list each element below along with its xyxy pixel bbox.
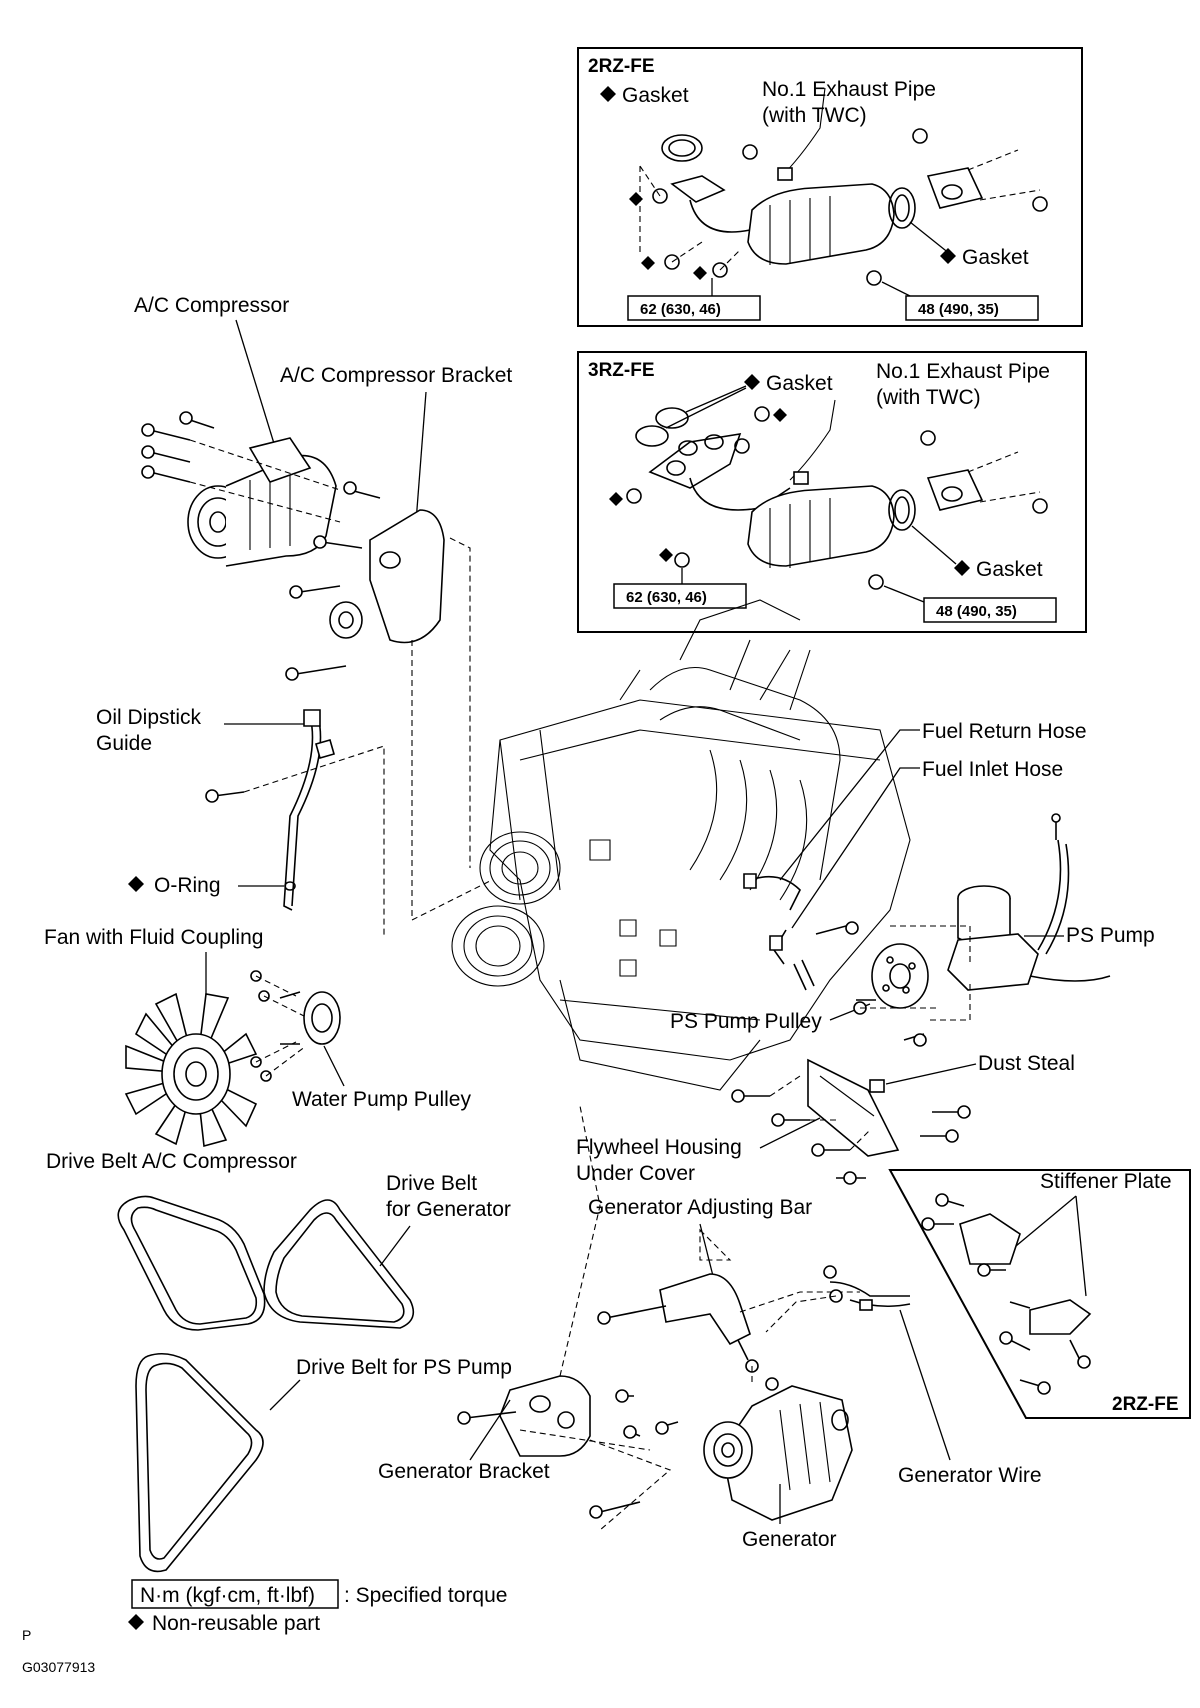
ps-pump-label: PS Pump bbox=[1066, 924, 1155, 947]
drive-belt-ps-label: Drive Belt for PS Pump bbox=[296, 1356, 512, 1379]
drive-belt-ps-pump bbox=[135, 1352, 264, 1573]
catalytic-converter bbox=[747, 183, 895, 265]
ps-pump-group: PS Pump PS Pump Pulley bbox=[670, 813, 1155, 1047]
inset-2rz-torque-left: 62 (630, 46) bbox=[640, 301, 721, 318]
gasket-icon bbox=[661, 134, 703, 162]
inset-3rz-gasket-right-label: Gasket bbox=[976, 558, 1043, 581]
torque-legend-units: N·m (kgf·cm, ft·lbf) bbox=[140, 1584, 315, 1607]
crankshaft-pulley bbox=[451, 905, 545, 987]
water-pump-pulley-label: Water Pump Pulley bbox=[292, 1088, 471, 1111]
ps-pump bbox=[947, 933, 1039, 991]
drive-belts-group: Drive Belt A/C Compressor Drive Belt for… bbox=[46, 1150, 512, 1573]
stiffener-plate-label: Stiffener Plate bbox=[1040, 1170, 1172, 1193]
generator-bracket-label: Generator Bracket bbox=[378, 1460, 550, 1483]
inset-stiffener: 2RZ-FE Stiffener Plate bbox=[888, 1169, 1191, 1419]
generator-wire-label: Generator Wire bbox=[898, 1464, 1042, 1487]
drive-belt-ac-label: Drive Belt A/C Compressor bbox=[46, 1150, 297, 1173]
ac-compressor-bracket-label: A/C Compressor Bracket bbox=[280, 364, 512, 387]
idler-pulley bbox=[329, 601, 363, 639]
ps-pump-pulley-label: PS Pump Pulley bbox=[670, 1010, 822, 1033]
stiffener-plate bbox=[959, 1213, 1021, 1265]
crank-pulley bbox=[479, 831, 561, 905]
ac-compressor-label: A/C Compressor bbox=[134, 294, 289, 317]
inset-stiffener-title: 2RZ-FE bbox=[1112, 1394, 1179, 1415]
torque-legend-description: : Specified torque bbox=[344, 1584, 507, 1607]
oil-dipstick-guide-label: Oil Dipstick bbox=[96, 706, 202, 729]
nonreusable-icon bbox=[128, 1614, 144, 1630]
drive-belt-generator-label-2: for Generator bbox=[386, 1198, 511, 1221]
engine-block bbox=[451, 599, 911, 1091]
ps-pump-pulley bbox=[871, 943, 929, 1009]
inset-2rz-exhaust: 2RZ-FE Gasket No.1 Exhaust Pipe (with TW… bbox=[577, 47, 1083, 327]
generator-group: Generator Adjusting Bar Generator Genera… bbox=[378, 1105, 1042, 1551]
dust-seal bbox=[869, 1079, 885, 1093]
inset-3rz-exhaust: 3RZ-FE Gasket No.1 Exhaust Pipe (with TW… bbox=[577, 351, 1087, 633]
o-ring-label: O-Ring bbox=[154, 874, 221, 897]
exhaust-flange bbox=[670, 175, 726, 203]
oil-dipstick-guide bbox=[283, 715, 314, 911]
fuel-hose-group: Fuel Return Hose Fuel Inlet Hose bbox=[743, 720, 1087, 991]
drive-belt-generator bbox=[263, 1199, 415, 1329]
generator-pulley bbox=[703, 1421, 753, 1479]
legend: N·m (kgf·cm, ft·lbf) : Specified torque … bbox=[22, 1579, 507, 1675]
nonreusable-legend: Non-reusable part bbox=[152, 1612, 320, 1635]
generator-bracket bbox=[499, 1375, 591, 1457]
footer-letter: P bbox=[22, 1627, 31, 1643]
inset-2rz-torque-right: 48 (490, 35) bbox=[918, 301, 999, 318]
fluid-coupling bbox=[161, 1033, 231, 1115]
nonreusable-icon bbox=[600, 86, 616, 102]
inset-3rz-gasket-top-label: Gasket bbox=[766, 372, 833, 395]
fuel-inlet-hose-label: Fuel Inlet Hose bbox=[922, 758, 1063, 781]
stiffener-plate bbox=[1029, 1299, 1092, 1335]
inset-3rz-exhaust-pipe-label: No.1 Exhaust Pipe bbox=[876, 360, 1050, 383]
drive-belt-generator-label: Drive Belt bbox=[386, 1172, 477, 1195]
ac-compressor-body bbox=[225, 454, 337, 567]
fuel-return-hose-label: Fuel Return Hose bbox=[922, 720, 1087, 743]
flywheel-housing-under-cover bbox=[807, 1058, 900, 1157]
inset-2rz-exhaust-pipe-label-2: (with TWC) bbox=[762, 104, 867, 127]
inset-2rz-exhaust-pipe-label: No.1 Exhaust Pipe bbox=[762, 78, 936, 101]
cooling-fan bbox=[124, 992, 258, 1148]
flywheel-housing-label: Flywheel Housing bbox=[576, 1136, 742, 1159]
dust-steal-label: Dust Steal bbox=[978, 1052, 1075, 1075]
flywheel-cover-group: Dust Steal Flywheel Housing Under Cover bbox=[576, 1052, 1075, 1185]
fan-with-fluid-coupling-label: Fan with Fluid Coupling bbox=[44, 926, 263, 949]
ac-compressor-group: A/C Compressor A/C Compressor Bracket bbox=[134, 294, 512, 921]
oil-dipstick-guide-label-2: Guide bbox=[96, 732, 152, 755]
inset-3rz-torque-right: 48 (490, 35) bbox=[936, 603, 1017, 620]
drive-belt-ac-compressor bbox=[117, 1195, 266, 1331]
ac-compressor-bracket bbox=[369, 509, 445, 644]
torque-legend-box bbox=[131, 1579, 339, 1609]
inset-2rz-gasket-top-label: Gasket bbox=[622, 84, 689, 107]
o-ring bbox=[284, 881, 296, 891]
catalytic-converter bbox=[747, 485, 895, 567]
nonreusable-icon bbox=[744, 374, 760, 390]
inset-2rz-gasket-right-label: Gasket bbox=[962, 246, 1029, 269]
oil-dipstick-group: Oil Dipstick Guide O-Ring bbox=[96, 706, 385, 936]
inset-3rz-torque-left: 62 (630, 46) bbox=[626, 589, 707, 606]
inset-3rz-title: 3RZ-FE bbox=[588, 360, 655, 381]
water-pump-pulley bbox=[303, 991, 341, 1045]
flywheel-housing-label-2: Under Cover bbox=[576, 1162, 695, 1185]
generator-label: Generator bbox=[742, 1528, 837, 1551]
fuel-hose bbox=[749, 875, 801, 965]
inset-2rz-title: 2RZ-FE bbox=[588, 56, 655, 77]
figure-id: G03077913 bbox=[22, 1659, 95, 1675]
generator-adjusting-bar-label: Generator Adjusting Bar bbox=[588, 1196, 812, 1219]
inset-3rz-exhaust-pipe-label-2: (with TWC) bbox=[876, 386, 981, 409]
generator-adjusting-bar bbox=[659, 1273, 751, 1346]
fan-group: Fan with Fluid Coupling Water Pump Pulle… bbox=[44, 926, 471, 1148]
